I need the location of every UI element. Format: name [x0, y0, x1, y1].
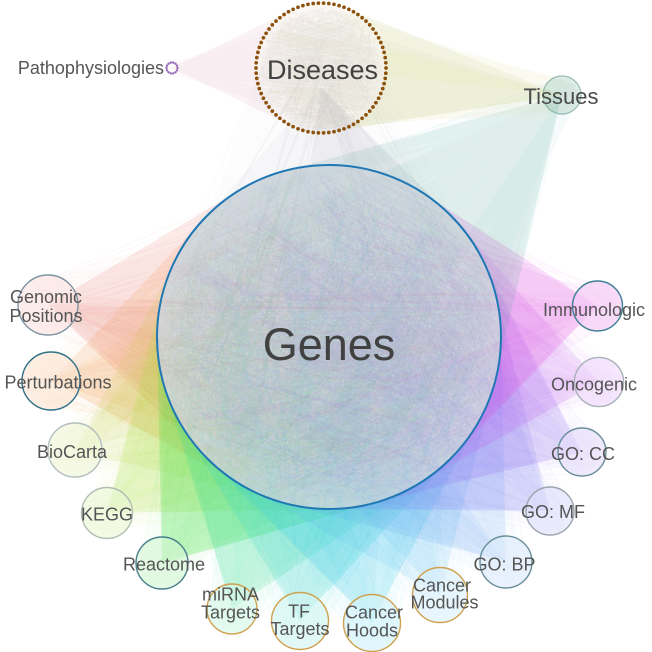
svg-text:BioCarta: BioCarta [37, 442, 108, 462]
svg-text:GO: MF: GO: MF [521, 502, 585, 522]
svg-text:KEGG: KEGG [81, 505, 133, 525]
svg-text:Perturbations: Perturbations [4, 373, 111, 393]
svg-text:Oncogenic: Oncogenic [551, 375, 637, 395]
svg-text:Tissues: Tissues [524, 84, 599, 109]
svg-text:Reactome: Reactome [123, 555, 205, 575]
svg-text:Hoods: Hoods [346, 621, 398, 641]
svg-text:TF: TF [288, 602, 310, 622]
svg-text:Cancer: Cancer [413, 576, 471, 596]
svg-text:Genes: Genes [263, 319, 396, 370]
svg-text:Genomic: Genomic [10, 287, 82, 307]
svg-text:Modules: Modules [410, 593, 478, 613]
svg-text:GO: BP: GO: BP [473, 555, 535, 575]
svg-text:Targets: Targets [270, 619, 329, 639]
svg-text:GO: CC: GO: CC [551, 444, 615, 464]
svg-text:Targets: Targets [201, 603, 260, 623]
svg-text:Cancer: Cancer [345, 603, 403, 623]
svg-text:Immunologic: Immunologic [543, 300, 645, 320]
svg-text:Diseases: Diseases [267, 55, 378, 85]
svg-text:Pathophysiologies: Pathophysiologies [18, 58, 164, 78]
svg-text:Positions: Positions [9, 306, 82, 326]
svg-text:miRNA: miRNA [202, 585, 259, 605]
